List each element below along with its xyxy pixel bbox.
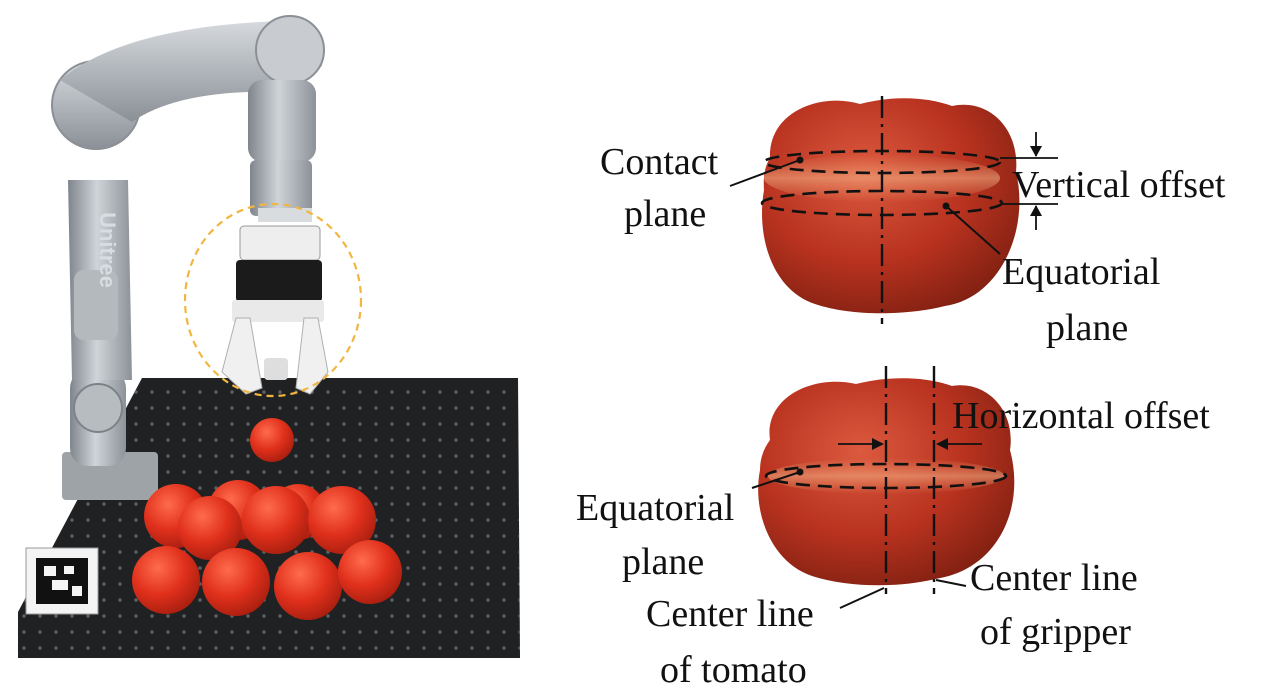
tomato-top xyxy=(762,98,1020,314)
arm-brand-label: Unitree xyxy=(95,212,120,288)
center-line-gripper-label-line2: of gripper xyxy=(980,611,1131,653)
aruco-marker xyxy=(25,547,99,615)
vertical-offset-label: Vertical offset xyxy=(1012,164,1226,206)
center-line-gripper-label-line1: Center line xyxy=(970,557,1138,599)
gripper-highlight-ring xyxy=(183,202,363,398)
gripper xyxy=(221,225,329,395)
robot-wrist xyxy=(248,80,316,162)
tomato-pile xyxy=(132,480,402,620)
equatorial-plane-label-top-line2: plane xyxy=(1046,307,1128,349)
equatorial-plane-label-bottom-line2: plane xyxy=(622,541,704,583)
robot-photo: Unitree xyxy=(18,15,520,658)
horizontal-offset-diagram: Horizontal offset Equatorial plane Cente… xyxy=(576,366,1210,691)
contact-plane-label-line2: plane xyxy=(624,193,706,235)
center-line-tomato-label-line1: Center line xyxy=(646,593,814,635)
equatorial-plane-label-top-line1: Equatorial xyxy=(1002,251,1160,293)
contact-plane-label-line1: Contact xyxy=(600,141,719,183)
horizontal-offset-label: Horizontal offset xyxy=(952,395,1210,437)
center-line-tomato-label-line2: of tomato xyxy=(660,649,807,691)
grasped-tomato xyxy=(250,418,294,462)
vertical-offset-diagram: Contact plane Vertical offset Equatorial… xyxy=(600,96,1226,349)
equatorial-plane-label-bottom-line1: Equatorial xyxy=(576,487,734,529)
